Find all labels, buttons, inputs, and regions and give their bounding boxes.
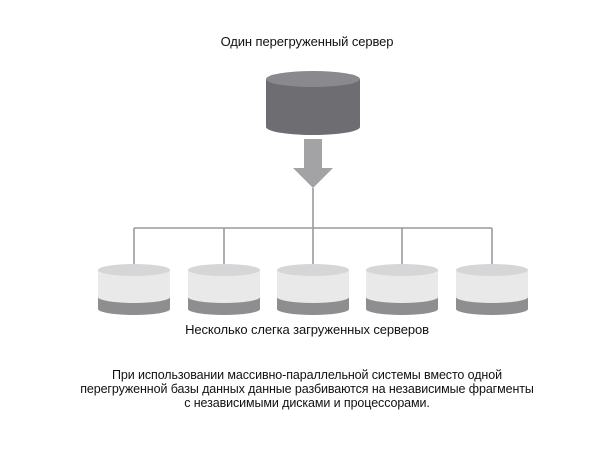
caption-line-2: перегруженной базы данных данные разбива… [80,382,534,396]
bottom-label: Несколько слегка загруженных серверов [185,322,429,337]
lightly-loaded-server-icon [456,264,528,315]
lightly-loaded-server-icon [277,264,349,315]
overloaded-server-icon [266,71,360,135]
caption-line-3: с независимыми дисками и процессорами. [184,396,430,410]
lightly-loaded-server-icon [98,264,170,315]
small-servers [98,264,528,315]
caption: При использовании массивно-параллельной … [40,368,574,410]
lightly-loaded-server-icon [366,264,438,315]
caption-line-1: При использовании массивно-параллельной … [112,368,502,382]
top-label: Один перегруженный сервер [220,34,394,49]
lightly-loaded-server-icon [188,264,260,315]
down-arrow-icon [293,139,333,188]
connector-lines [133,188,493,266]
